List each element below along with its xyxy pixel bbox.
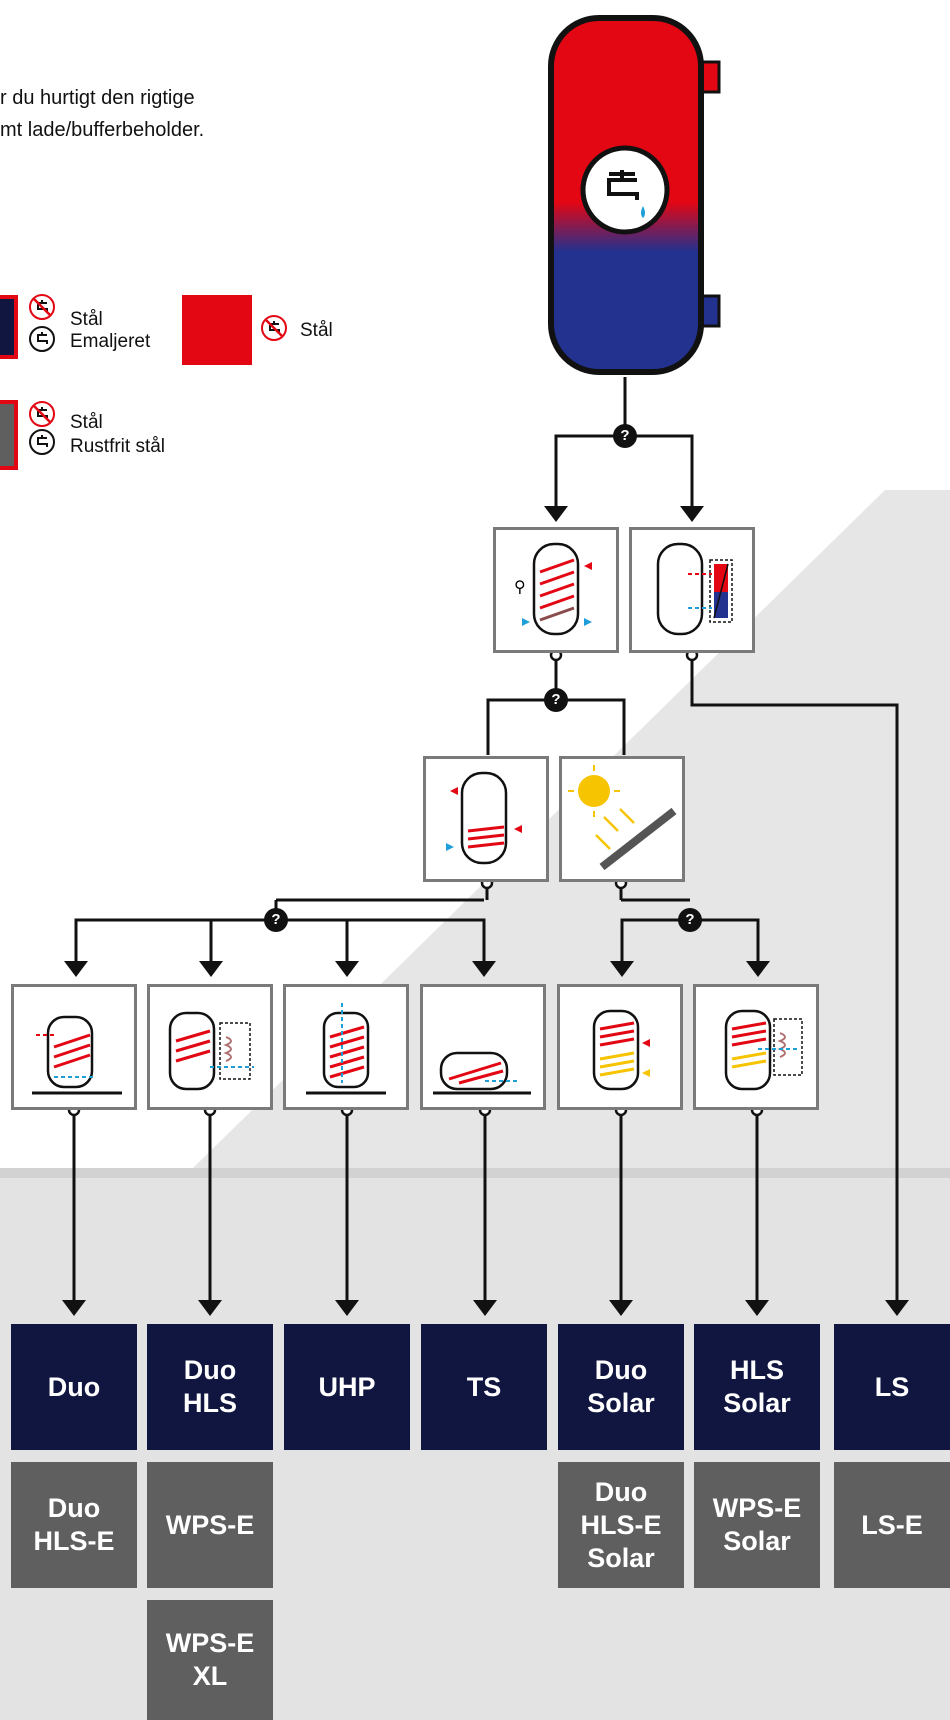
legend-enamel-label-1: Stål bbox=[70, 309, 103, 330]
option-ts[interactable] bbox=[420, 984, 546, 1110]
intro-line-2: mt lade/bufferbeholder. bbox=[0, 119, 205, 141]
legend-swatch-stainless bbox=[0, 400, 18, 470]
svg-text:⚲: ⚲ bbox=[514, 577, 526, 596]
product-wps-e[interactable]: WPS-E bbox=[147, 1462, 273, 1588]
decision-marker: ? bbox=[613, 424, 637, 448]
option-duo-solar[interactable] bbox=[557, 984, 683, 1110]
sun-collector-icon bbox=[568, 765, 677, 871]
legend-stainless-label-1: Stål bbox=[70, 412, 103, 433]
product-hls-solar[interactable]: HLS Solar bbox=[694, 1324, 820, 1450]
tank-exchanger-icon bbox=[656, 542, 733, 636]
option-uhp[interactable] bbox=[283, 984, 409, 1110]
legend-enamel-label-2: Emaljeret bbox=[70, 331, 151, 352]
tank-uhp-icon bbox=[306, 1003, 386, 1095]
tank-coil-icon: ⚲ bbox=[514, 542, 592, 636]
option-external-exchanger[interactable] bbox=[629, 527, 755, 653]
tank-duo-icon bbox=[32, 1015, 122, 1095]
product-duo-hls-e-solar[interactable]: Duo HLS-E Solar bbox=[558, 1462, 684, 1588]
storage-tank-illustration bbox=[548, 15, 721, 375]
legend-swatch-enamel bbox=[0, 295, 18, 359]
tank-hls-icon bbox=[168, 1011, 254, 1091]
product-wps-e-solar[interactable]: WPS-E Solar bbox=[694, 1462, 820, 1588]
tank-bottom-coil-icon bbox=[446, 771, 522, 865]
no-tap-icon bbox=[261, 315, 287, 341]
product-ls[interactable]: LS bbox=[834, 1324, 950, 1450]
intro-text: r du hurtigt den rigtige mt lade/bufferb… bbox=[0, 82, 204, 146]
no-tap-icon bbox=[29, 294, 55, 320]
option-heat-source-solar[interactable] bbox=[559, 756, 685, 882]
product-ls-e[interactable]: LS-E bbox=[834, 1462, 950, 1588]
no-tap-icon bbox=[29, 401, 55, 427]
tank-horizontal-icon bbox=[433, 1051, 531, 1095]
product-duo[interactable]: Duo bbox=[11, 1324, 137, 1450]
legend-swatch-steel bbox=[182, 295, 252, 365]
tank-solar-icon bbox=[592, 1009, 650, 1091]
product-duo-hls-e[interactable]: Duo HLS-E bbox=[11, 1462, 137, 1588]
intro-line-1: r du hurtigt den rigtige bbox=[0, 87, 195, 109]
product-duo-hls[interactable]: Duo HLS bbox=[147, 1324, 273, 1450]
tap-icon bbox=[29, 429, 55, 455]
tank-hls-solar-icon bbox=[724, 1009, 803, 1091]
product-wps-e-xl[interactable]: WPS-E XL bbox=[147, 1600, 273, 1720]
product-uhp[interactable]: UHP bbox=[284, 1324, 410, 1450]
legend-steel-label: Stål bbox=[300, 320, 333, 341]
option-duo-hls[interactable] bbox=[147, 984, 273, 1110]
option-duo[interactable] bbox=[11, 984, 137, 1110]
decision-marker: ? bbox=[678, 908, 702, 932]
product-duo-solar[interactable]: Duo Solar bbox=[558, 1324, 684, 1450]
tap-icon bbox=[29, 326, 55, 352]
decision-marker: ? bbox=[544, 688, 568, 712]
product-ts[interactable]: TS bbox=[421, 1324, 547, 1450]
option-internal-coil[interactable]: ⚲ bbox=[493, 527, 619, 653]
option-heat-source-boiler[interactable] bbox=[423, 756, 549, 882]
decision-marker: ? bbox=[264, 908, 288, 932]
legend: Stål Emaljeret Stål Stål Rustfrit stål bbox=[0, 290, 360, 470]
legend-stainless-label-2: Rustfrit stål bbox=[70, 436, 166, 457]
option-hls-solar[interactable] bbox=[693, 984, 819, 1110]
